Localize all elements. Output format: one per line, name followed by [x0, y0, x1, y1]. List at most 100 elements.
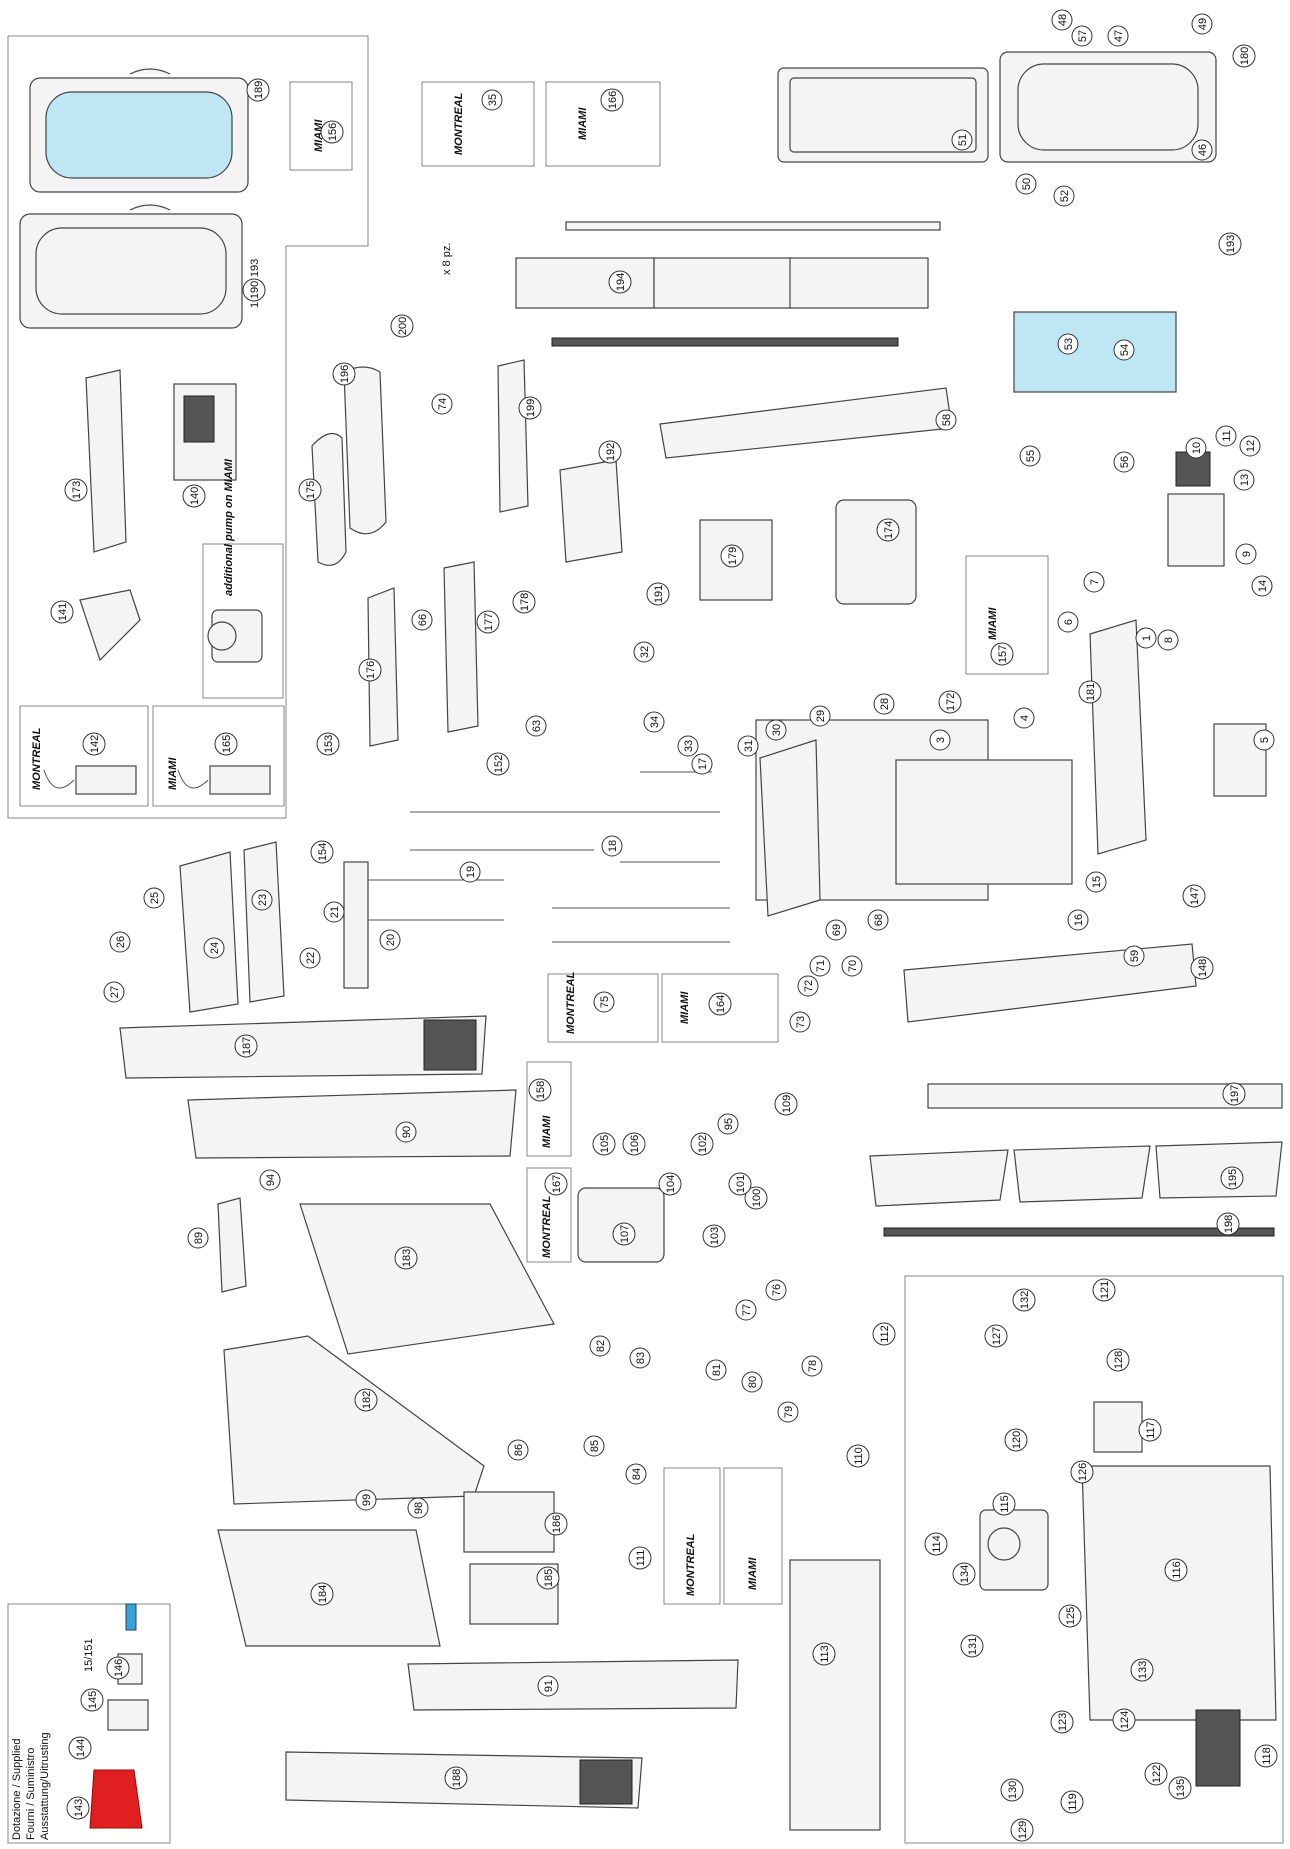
supplied-items-panel: [7, 1603, 171, 1844]
callout-circle: [187, 1227, 209, 1249]
callout-52: 52: [1053, 185, 1075, 207]
callout-circle: [1157, 629, 1179, 651]
callout-number: 12: [1245, 440, 1257, 452]
callout-circle: [246, 78, 270, 102]
callout-circle: [708, 992, 732, 1016]
callout-circle: [544, 1512, 568, 1536]
callout-156: 156: [320, 120, 344, 144]
callout-number: 3: [935, 737, 947, 743]
callout-circle: [323, 901, 345, 923]
callout-181: 181: [1078, 680, 1102, 704]
callout-147: 147: [1182, 884, 1206, 908]
plate-116: [1081, 1465, 1277, 1721]
callout-number: 56: [1119, 456, 1131, 468]
variant-label-miami-164-top: MIAMI: [679, 991, 691, 1024]
callout-134: 134: [952, 1562, 976, 1586]
combustion-chamber-3: [755, 719, 1073, 917]
callout-56: 56: [1113, 451, 1135, 473]
callout-circle: [50, 600, 74, 624]
callout-17: 17: [691, 753, 713, 775]
callout-46: 46: [1191, 139, 1213, 161]
callout-circle: [598, 440, 622, 464]
callout-circle: [825, 919, 847, 941]
variant-label-montreal-75-bottom: MONTREAL: [685, 1533, 697, 1596]
callout-116: 116: [1164, 1558, 1188, 1582]
callout-circle: [1182, 884, 1206, 908]
callout-9: 9: [1235, 543, 1257, 565]
callout-number: 144: [75, 1739, 87, 1757]
callout-circle: [525, 715, 547, 737]
callout-number: 74: [437, 398, 449, 410]
side-rail-59: [903, 943, 1197, 1023]
frame-20: [343, 861, 504, 989]
callout-circle: [537, 1675, 559, 1697]
callout-number: 190: [249, 281, 261, 299]
panel-90: [187, 1089, 517, 1159]
callout-number: 192: [605, 443, 617, 461]
callout-circle: [214, 732, 238, 756]
callout-number: 189: [253, 81, 265, 99]
callout-circle: [717, 1113, 739, 1135]
callout-circle: [1251, 575, 1273, 597]
callout-number: 124: [1119, 1711, 1131, 1729]
callout-number: 30: [771, 724, 783, 736]
callout-circle: [310, 840, 334, 864]
callout-number: 84: [631, 1468, 643, 1480]
callout-number: 119: [1067, 1793, 1079, 1811]
callout-number: 26: [115, 936, 127, 948]
callout-number: 91: [543, 1680, 555, 1692]
variant-label-montreal-75-top: MONTREAL: [565, 971, 577, 1034]
callout-circle: [633, 641, 655, 663]
callout-55: 55: [1019, 445, 1041, 467]
callout-circle: [593, 991, 615, 1013]
callout-127: 127: [984, 1324, 1008, 1348]
callout-circle: [1060, 1790, 1084, 1814]
callout-circle: [1239, 435, 1261, 457]
callout-number: 191: [653, 585, 665, 603]
callout-number: 17: [697, 758, 709, 770]
callout-number: 32: [639, 646, 651, 658]
callout-circle: [744, 1186, 768, 1210]
callout-30: 30: [765, 719, 787, 741]
callout-10: 10: [1185, 437, 1207, 459]
callout-circle: [628, 1546, 652, 1570]
callout-layer: 1345678910111213141516171819202122232425…: [50, 9, 1278, 1842]
callout-circle: [841, 955, 863, 977]
callout-5: 5: [1253, 729, 1275, 751]
callout-circle: [332, 362, 356, 386]
callout-3: 3: [929, 729, 951, 751]
callout-number: 152: [493, 755, 505, 773]
callout-circle: [583, 1435, 605, 1457]
callout-circle: [691, 753, 713, 775]
callout-circle: [625, 1463, 647, 1485]
callout-number: 77: [741, 1304, 753, 1316]
callout-number: 85: [589, 1440, 601, 1452]
callout-number: 99: [361, 1494, 373, 1506]
callout-number: 145: [87, 1691, 99, 1709]
callout-number: 111: [635, 1550, 647, 1567]
callout-104: 104: [658, 1172, 682, 1196]
callout-4: 4: [1013, 707, 1035, 729]
callout-circle: [1106, 1348, 1130, 1372]
callout-140: 140: [182, 484, 206, 508]
callout-90: 90: [395, 1121, 417, 1143]
callout-number: 187: [241, 1037, 253, 1055]
callout-119: 119: [1060, 1790, 1084, 1814]
callout-number: 23: [257, 894, 269, 906]
callout-number: 183: [401, 1249, 413, 1267]
callout-98: 98: [407, 1497, 429, 1519]
callout-circle: [66, 1796, 90, 1820]
callout-53: 53: [1057, 333, 1079, 355]
callout-circle: [728, 1172, 752, 1196]
callout-circle: [1070, 1460, 1094, 1484]
callout-circle: [1164, 1558, 1188, 1582]
callout-number: 135: [1175, 1779, 1187, 1797]
callout-circle: [643, 711, 665, 733]
callout-circle: [797, 975, 819, 997]
callout-circle: [64, 478, 88, 502]
callout-49: 49: [1191, 13, 1213, 35]
callout-number: 68: [873, 914, 885, 926]
callout-135: 135: [1168, 1776, 1192, 1800]
pump-115: [207, 609, 263, 663]
callout-number: 157: [997, 645, 1009, 663]
